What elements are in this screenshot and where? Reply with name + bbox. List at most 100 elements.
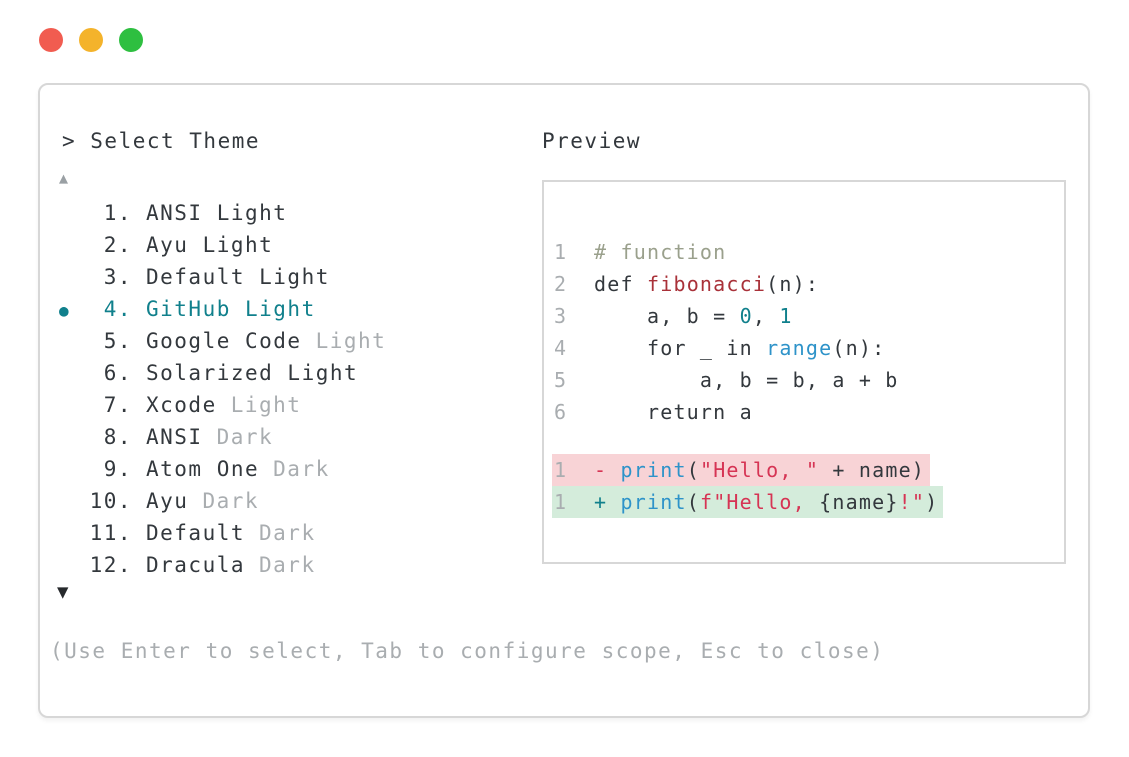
theme-item-variant: Light bbox=[315, 329, 387, 353]
code-token: !" bbox=[898, 490, 926, 514]
code-line: 4 for _ in range(n): bbox=[552, 332, 1060, 364]
code-line-content: 1# function bbox=[552, 236, 731, 268]
theme-item-name: Google Code bbox=[146, 329, 302, 353]
theme-item-number: 8. bbox=[103, 425, 132, 449]
theme-list-item[interactable]: 5. Google Code Light bbox=[40, 325, 520, 357]
line-number: 2 bbox=[554, 272, 568, 296]
code-line: 1 - print("Hello, " + name) bbox=[552, 454, 1060, 486]
theme-item-number: 2. bbox=[103, 233, 132, 257]
code-token: + name) bbox=[819, 458, 926, 482]
code-line-content: 5 a, b = b, a + b bbox=[552, 364, 904, 396]
theme-item-variant: Dark bbox=[273, 457, 330, 481]
theme-item-variant: Dark bbox=[259, 553, 316, 577]
code-token: {name} bbox=[819, 490, 899, 514]
code-line-content: 3 a, b = 0, 1 bbox=[552, 300, 798, 332]
code-line: 1 + print(f"Hello, {name}!") bbox=[552, 486, 1060, 518]
theme-selector-panel: > Select Theme ▲ 1. ANSI Light 2. Ayu Light… bbox=[38, 83, 1090, 718]
code-token: (n): bbox=[832, 336, 886, 360]
code-token: ( bbox=[686, 458, 700, 482]
theme-item-name: Dracula bbox=[146, 553, 246, 577]
code-token: ( bbox=[686, 490, 700, 514]
theme-item-variant: Dark bbox=[259, 521, 316, 545]
theme-list-item[interactable]: 6. Solarized Light bbox=[40, 357, 520, 389]
theme-item-name: Solarized Light bbox=[146, 361, 359, 385]
line-number: 1 bbox=[554, 458, 568, 482]
code-line: 3 a, b = 0, 1 bbox=[552, 300, 1060, 332]
code-token: print bbox=[620, 458, 687, 482]
code-token: , bbox=[752, 304, 780, 328]
theme-list-item[interactable]: 11. Default Dark bbox=[40, 517, 520, 549]
code-token: "Hello, " bbox=[699, 458, 820, 482]
code-token: print bbox=[620, 490, 687, 514]
code-token: 0 bbox=[739, 304, 753, 328]
theme-item-number: 6. bbox=[103, 361, 132, 385]
code-token: range bbox=[766, 336, 833, 360]
theme-item-name: ANSI bbox=[146, 425, 203, 449]
line-number: 4 bbox=[554, 336, 568, 360]
theme-item-name: Atom One bbox=[146, 457, 260, 481]
theme-item-number: 12. bbox=[89, 553, 132, 577]
code-token: a, b = b, a + b bbox=[594, 368, 899, 392]
line-number: 6 bbox=[554, 400, 568, 424]
theme-item-number: 5. bbox=[103, 329, 132, 353]
maximize-button[interactable] bbox=[119, 28, 143, 52]
diff-line-removed: 1 - print("Hello, " + name) bbox=[552, 454, 931, 486]
line-number: 1 bbox=[554, 490, 568, 514]
theme-list-item[interactable]: 1. ANSI Light bbox=[40, 197, 520, 229]
close-button[interactable] bbox=[39, 28, 63, 52]
palette-title: > Select Theme bbox=[62, 129, 261, 153]
theme-item-name: Default bbox=[146, 521, 246, 545]
theme-item-name: Xcode bbox=[146, 393, 217, 417]
code-line: 5 a, b = b, a + b bbox=[552, 364, 1060, 396]
minimize-button[interactable] bbox=[79, 28, 103, 52]
code-token: def bbox=[594, 272, 647, 296]
theme-item-number: 4. bbox=[103, 297, 132, 321]
line-number: 1 bbox=[554, 240, 568, 264]
theme-list-item[interactable]: 12. Dracula Dark bbox=[40, 549, 520, 581]
line-number: 5 bbox=[554, 368, 568, 392]
traffic-lights bbox=[39, 28, 143, 52]
line-number: 3 bbox=[554, 304, 568, 328]
footer-hint: (Use Enter to select, Tab to configure s… bbox=[50, 639, 885, 663]
theme-item-variant: Dark bbox=[202, 489, 260, 513]
code-token: f"Hello, bbox=[699, 490, 820, 514]
code-token: for _ in bbox=[594, 336, 767, 360]
code-token: (n): bbox=[766, 272, 820, 296]
theme-item-number: 1. bbox=[103, 201, 132, 225]
code-line-content: 6 return a bbox=[552, 396, 758, 428]
code-token: + bbox=[594, 490, 621, 514]
selected-bullet-icon: ● bbox=[59, 301, 71, 320]
code-token: fibonacci bbox=[646, 272, 767, 296]
scroll-up-icon[interactable]: ▲ bbox=[59, 169, 69, 187]
code-line: 2 def fibonacci(n): bbox=[552, 268, 1060, 300]
code-token: 1 bbox=[779, 304, 793, 328]
theme-item-number: 7. bbox=[103, 393, 132, 417]
theme-list-item[interactable]: 8. ANSI Dark bbox=[40, 421, 520, 453]
code-line-content: 4 for _ in range(n): bbox=[552, 332, 890, 364]
theme-item-number: 3. bbox=[103, 265, 132, 289]
diff-line-added: 1 + print(f"Hello, {name}!") bbox=[552, 486, 944, 518]
scroll-down-icon[interactable]: ▼ bbox=[57, 581, 69, 603]
code-token: return a bbox=[594, 400, 753, 424]
theme-item-name: ANSI Light bbox=[146, 201, 288, 225]
theme-item-number: 11. bbox=[89, 521, 132, 545]
theme-list-item[interactable]: ● 4. GitHub Light bbox=[40, 293, 520, 325]
theme-item-name: Ayu Light bbox=[146, 233, 274, 257]
theme-item-variant: Dark bbox=[216, 425, 274, 449]
theme-item-name: Ayu bbox=[146, 489, 189, 513]
code-token: a, b = bbox=[594, 304, 740, 328]
code-token: - bbox=[594, 458, 621, 482]
code-line-content: 2 def fibonacci(n): bbox=[552, 268, 824, 300]
theme-item-name: GitHub Light bbox=[146, 297, 316, 321]
code-line: 1# function bbox=[552, 236, 1060, 268]
code-token: ) bbox=[925, 490, 939, 514]
theme-list-item[interactable]: 3.Default Light bbox=[40, 261, 520, 293]
theme-list-item[interactable]: 2. Ayu Light bbox=[40, 229, 520, 261]
code-line bbox=[552, 428, 1060, 454]
